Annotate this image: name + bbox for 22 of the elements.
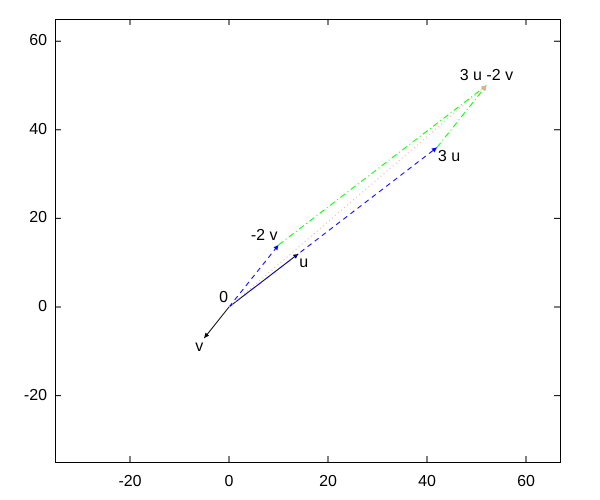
axis-tick-label: 60: [517, 474, 535, 490]
axis-tick-label: -20: [118, 474, 142, 490]
point-label: v: [195, 339, 204, 355]
point-label: 0: [219, 290, 228, 306]
axis-tick-label: 20: [319, 474, 337, 490]
vector-arrow: [228, 147, 438, 308]
axis-tick-label: 0: [38, 299, 47, 315]
point-label: -2 v: [250, 228, 278, 244]
vector-arrow: [436, 85, 487, 148]
vector-arrow: [228, 85, 487, 308]
axis-tick-label: 0: [224, 474, 234, 490]
axis-tick-label: 40: [29, 122, 47, 138]
axis-tick-label: 40: [418, 474, 436, 490]
point-label: 3 u: [438, 148, 460, 165]
axis-tick-label: -20: [24, 388, 47, 404]
point-label: u: [299, 254, 308, 271]
point-label: 3 u -2 v: [460, 68, 514, 84]
vector-arrow: [278, 85, 487, 246]
vector-arrow: [204, 306, 230, 338]
axis-tick-label: 20: [29, 210, 47, 226]
axis-tick-label: 60: [29, 33, 47, 50]
vector-arrow: [228, 244, 279, 308]
